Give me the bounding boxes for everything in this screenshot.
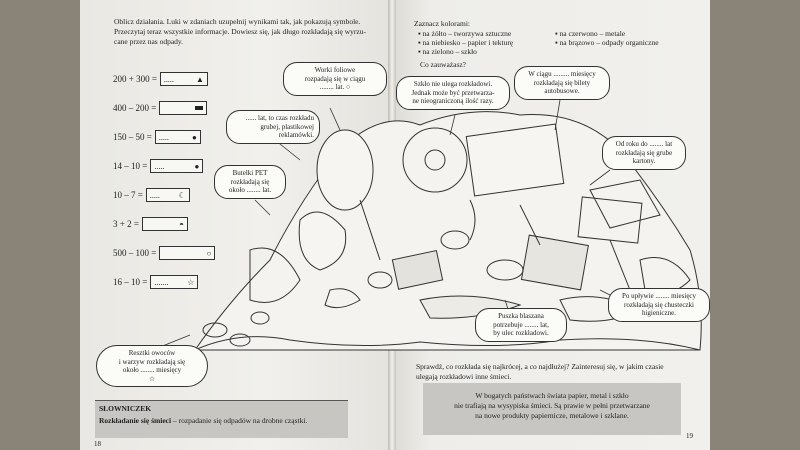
equation-row: 150 – 50 = .....● [113, 130, 201, 144]
instruction-line: cane przez nas odpady. [114, 37, 184, 46]
dictionary-term: Rozkładanie się śmieci [99, 416, 172, 425]
recycling-info-box: W bogatych państwach świata papier, meta… [423, 383, 681, 435]
instruction-line: Oblicz działania. Luki w zdaniach uzupeł… [114, 17, 361, 26]
answer-box[interactable] [159, 101, 208, 115]
equation-row: 10 – 7 = .....☾ [113, 188, 190, 202]
tin-can-bubble: Puszka blaszana potrzebuje ........ lat,… [475, 308, 567, 342]
star-icon: ☆ [187, 277, 195, 287]
equation-row: 500 – 100 = ○ [113, 246, 216, 260]
equation-expression: 400 – 200 = [113, 103, 157, 113]
equation-expression: 3 + 2 = [113, 219, 139, 229]
equation-expression: 150 – 50 = [113, 132, 152, 142]
color-item: ▪ na brązowo – odpady organiczne [555, 38, 659, 47]
equation-row: 200 + 300 = .....▲ [113, 72, 208, 86]
answer-box[interactable]: .....☾ [145, 188, 190, 202]
equation-expression: 200 + 300 = [113, 74, 157, 84]
dictionary-box: SŁOWNICZEK Rozkładanie się śmieci – rozp… [95, 400, 348, 438]
equation-expression: 16 – 10 = [113, 277, 148, 287]
page-number-right: 19 [686, 432, 693, 440]
bus-tickets-bubble: W ciągu ......... miesięcy rozkładają si… [514, 66, 610, 100]
glass-bubble: Szkło nie ulega rozkładowi. Jednak może … [396, 76, 510, 110]
triangle-icon: ▲ [195, 74, 204, 84]
check-line: Sprawdź, co rozkłada się najkrócej, a co… [416, 362, 664, 371]
equation-row: 3 + 2 = ◓ [113, 217, 188, 231]
colors-title: Zaznacz kolorami: [414, 19, 471, 28]
answer-box[interactable]: ○ [159, 246, 216, 260]
equation-expression: 500 – 100 = [113, 248, 157, 258]
color-item: ▪ na zielono – szkło [418, 47, 477, 56]
color-item: ▪ na niebiesko – papier i tekturę [418, 38, 514, 47]
equation-expression: 10 – 7 = [113, 190, 143, 200]
foil-bags-bubble: Worki foliowe rozpadają się w ciągu ....… [283, 62, 387, 96]
color-item: ▪ na czerwono – metale [555, 29, 626, 38]
tissues-bubble: Po upływie ........ miesięcy rozkładają … [608, 288, 710, 322]
fruit-scraps-bubble: Resztki owoców i warzyw rozkładają się o… [96, 345, 208, 387]
dictionary-definition: – rozpadanie się odpadów na drobne cząst… [171, 416, 308, 425]
plastic-bag-bubble: ...... lat, to czas rozkładu grubej, pla… [226, 110, 320, 144]
ring-icon: ○ [206, 248, 212, 258]
equation-row: 16 – 10 = .......☆ [113, 275, 199, 289]
question-text: Co zauważasz? [420, 60, 467, 69]
page-number-left: 18 [94, 440, 101, 448]
star-icon: ☆ [148, 374, 156, 383]
moon-icon: ☾ [178, 190, 186, 200]
equation-row: 400 – 200 = [113, 101, 208, 115]
answer-box[interactable]: ◓ [141, 217, 188, 231]
equation-expression: 14 – 10 = [113, 161, 148, 171]
instruction-line: Przeczytaj teraz wszystkie informacje. D… [114, 27, 366, 36]
answer-box[interactable]: .......☆ [150, 275, 199, 289]
color-item: ▪ na żółto – tworzywa sztuczne [418, 29, 512, 38]
circle-icon: ● [191, 132, 197, 142]
answer-box[interactable]: .....▲ [159, 72, 208, 86]
dictionary-title: SŁOWNICZEK [99, 404, 152, 413]
answer-box[interactable]: .....● [154, 130, 201, 144]
circle-icon: ● [194, 161, 200, 171]
cardboard-bubble: Od roku do ........ lat rozkładają się g… [602, 136, 686, 170]
equation-row: 14 – 10 = .....● [113, 159, 204, 173]
pet-bottles-bubble: Butelki PET rozkładają się około .......… [214, 165, 286, 199]
ring-icon: ○ [346, 83, 351, 91]
check-line: ulegają rozkładowi inne śmieci. [416, 372, 512, 381]
answer-box[interactable]: .....● [150, 159, 204, 173]
bar-icon [195, 106, 204, 110]
half-circle-icon: ◓ [179, 219, 184, 229]
